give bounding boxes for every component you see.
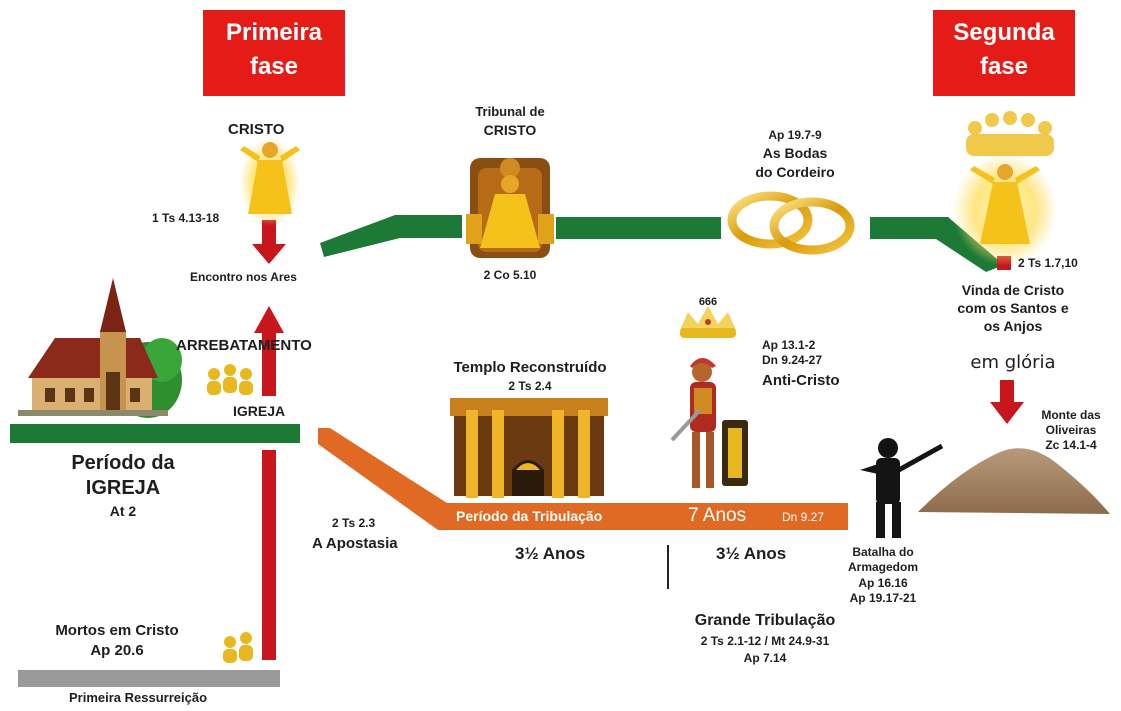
rapture-label: ARREBATAMENTO: [176, 337, 312, 354]
antichrist-crown-image: [680, 306, 736, 338]
thessalonians-ref: 1 Ts 4.13-18: [152, 211, 220, 225]
great-tribulation-title: Grande Tribulação: [694, 612, 836, 629]
antichrist-ref2: Dn 9.24-27: [762, 353, 823, 367]
mount-of-olives-image: [918, 448, 1110, 514]
resurrection-ground: [18, 670, 280, 687]
tribulation-years: 7 Anos: [688, 505, 747, 526]
apostasy-title: A Apostasia: [312, 535, 398, 552]
christ-figure-image: [240, 138, 300, 226]
second-coming-line2: com os Santos e: [957, 300, 1069, 316]
first-phase-line2: fase: [249, 53, 299, 80]
rapture-arrow-shaft: [262, 330, 276, 396]
resurrection-line: [262, 450, 276, 660]
first-half-label: 3½ Anos: [515, 544, 586, 563]
second-phase-box: Segunda fase: [933, 10, 1075, 96]
armageddon-line1: Batalha do: [852, 545, 914, 559]
glory-arrow-shaft: [1000, 380, 1014, 404]
descent-arrow-head: [252, 244, 286, 264]
tribunal-title-2: CRISTO: [483, 122, 537, 138]
glory-arrow-head: [990, 402, 1024, 424]
christ-in-glory-image: [953, 154, 1057, 266]
first-resurrection-label: Primeira Ressurreição: [68, 690, 208, 705]
tribulation-midpoint-line: [667, 545, 669, 589]
temple-ref: 2 Ts 2.4: [508, 379, 552, 393]
second-phase-line1: Segunda: [953, 19, 1055, 46]
antichrist-ref1: Ap 13.1-2: [762, 338, 816, 352]
first-phase-box: Primeira fase: [203, 10, 345, 96]
church-label: IGREJA: [233, 403, 286, 419]
tribunal-throne-image: [466, 158, 554, 258]
upper-green-path-mid: [556, 217, 721, 239]
upper-green-path-right: [870, 217, 1004, 272]
tribulation-ref: Dn 9.27: [782, 510, 825, 524]
mount-line3: Zc 14.1-4: [1045, 438, 1097, 452]
church-period-ref: At 2: [109, 503, 137, 519]
church-period-title-2: IGREJA: [85, 477, 161, 499]
upper-green-path: [320, 215, 462, 257]
in-glory-label: em glória: [970, 352, 1056, 373]
tribunal-title-1: Tribunal de: [475, 104, 545, 119]
rapture-arrow-head: [254, 306, 284, 333]
church-timeline-bar: [10, 424, 300, 443]
meeting-in-air-label: Encontro nos Ares: [190, 270, 297, 284]
descent-arrow-shaft: [262, 220, 276, 246]
second-coming-ref: 2 Ts 1.7,10: [1018, 256, 1078, 270]
wedding-ref: Ap 19.7-9: [768, 128, 822, 142]
second-half-label: 3½ Anos: [716, 544, 787, 563]
believers-icon-church: [207, 364, 253, 395]
armageddon-soldier-image: [860, 438, 944, 538]
great-tribulation-ref1: 2 Ts 2.1-12 / Mt 24.9-31: [700, 634, 830, 648]
tribunal-ref: 2 Co 5.10: [483, 268, 537, 282]
church-period-title-1: Período da: [71, 452, 175, 474]
second-coming-line1: Vinda de Cristo: [961, 282, 1065, 298]
antichrist-figure-image: [670, 358, 748, 488]
believers-icon-dead: [223, 632, 253, 663]
church-building-image: [18, 278, 182, 418]
christ-label: CRISTO: [228, 121, 285, 138]
wedding-rings-image: [727, 191, 855, 255]
dead-in-christ-label: Mortos em Cristo: [55, 622, 179, 639]
dead-in-christ-ref: Ap 20.6: [90, 642, 144, 659]
great-tribulation-ref2: Ap 7.14: [743, 651, 787, 665]
first-phase-line1: Primeira: [225, 19, 323, 46]
apostasy-ref: 2 Ts 2.3: [332, 516, 376, 530]
antichrist-title: Anti-Cristo: [762, 372, 840, 389]
wedding-title-2: do Cordeiro: [755, 164, 835, 180]
mount-line2: Oliveiras: [1045, 423, 1097, 437]
crown-number: 666: [698, 296, 718, 308]
second-phase-line2: fase: [979, 53, 1029, 80]
tribulation-path: [318, 428, 848, 530]
temple-image: [450, 398, 608, 498]
wedding-title-1: As Bodas: [762, 145, 828, 161]
armageddon-ref1: Ap 16.16: [858, 576, 908, 590]
temple-title: Templo Reconstruído: [453, 359, 607, 376]
armageddon-line2: Armagedom: [847, 560, 918, 574]
second-coming-line3: os Anjos: [983, 318, 1043, 334]
saints-crowd-image: [966, 111, 1054, 156]
armageddon-ref2: Ap 19.17-21: [849, 591, 917, 605]
tribulation-label: Período da Tribulação: [456, 508, 603, 524]
mount-line1: Monte das: [1041, 408, 1101, 422]
